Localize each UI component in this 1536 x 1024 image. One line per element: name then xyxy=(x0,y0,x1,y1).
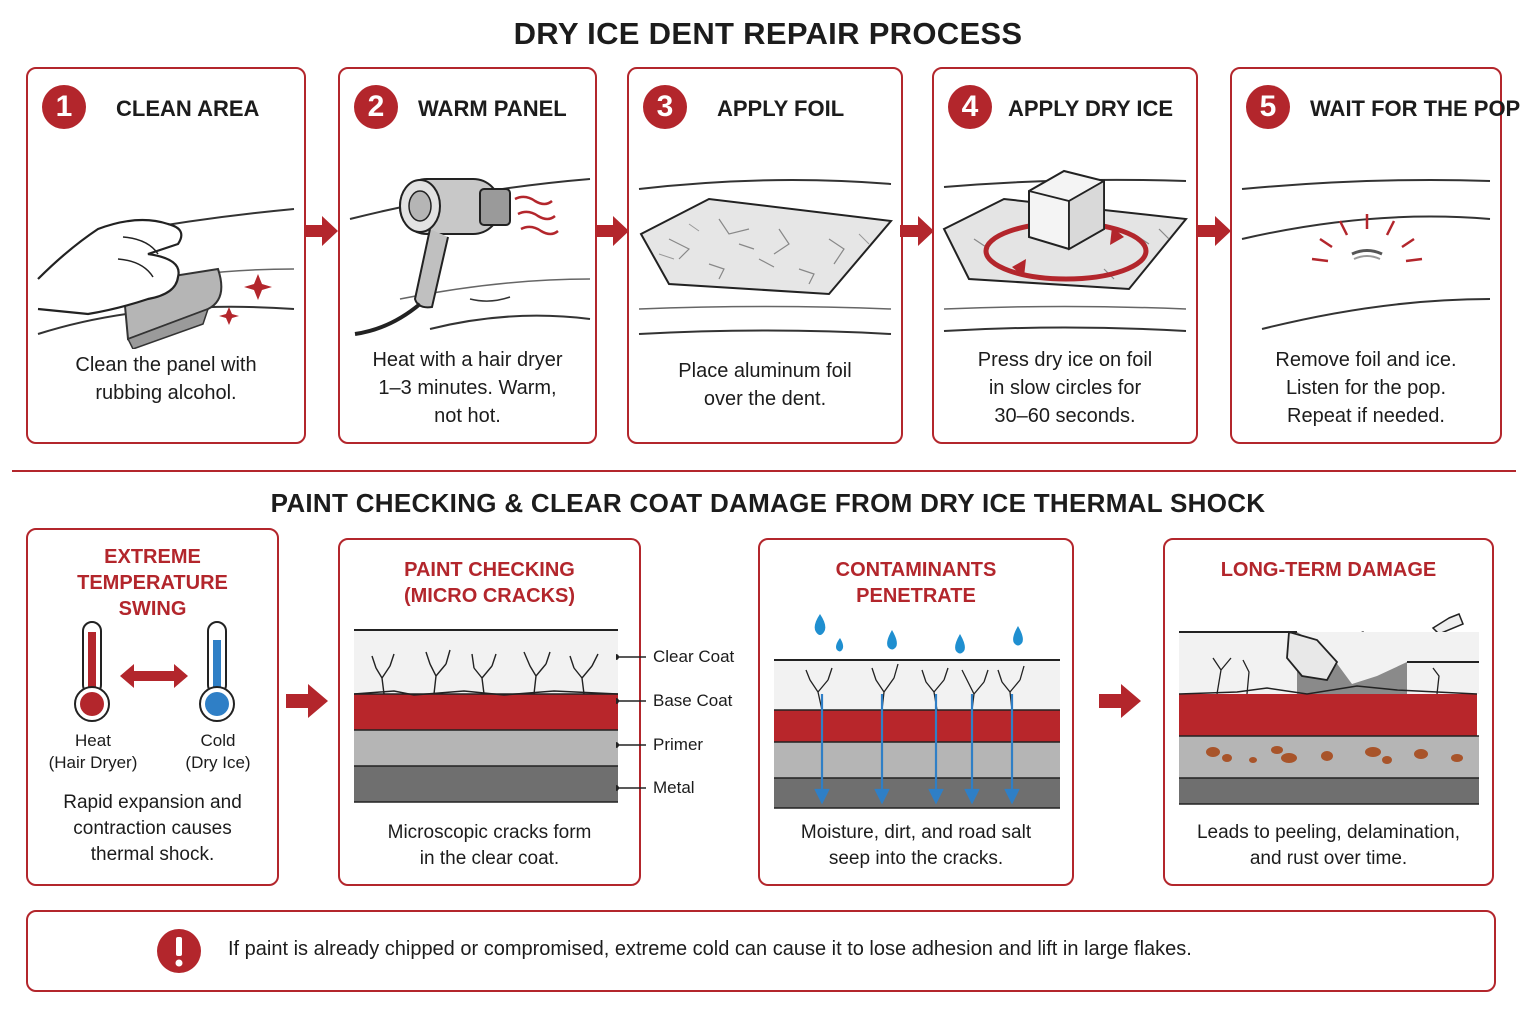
step-title: WARM PANEL xyxy=(418,96,567,121)
step-description: Heat with a hair dryer 1–3 minutes. Warm… xyxy=(340,346,595,430)
step-title: WAIT FOR THE POP xyxy=(1310,96,1521,121)
title-line: EXTREME xyxy=(104,546,201,568)
desc-line: contraction causes xyxy=(73,818,232,839)
arrow-right-icon xyxy=(1099,684,1141,718)
thermometers-illustration xyxy=(74,621,235,722)
card-title: LONG-TERM DAMAGE xyxy=(1165,557,1492,583)
step-description: Press dry ice on foil in slow circles fo… xyxy=(934,346,1196,430)
layer-label-primer: Primer xyxy=(653,735,704,754)
desc-line: rubbing alcohol. xyxy=(95,382,237,404)
dent-pop-illustration xyxy=(1241,179,1491,330)
step-number-badge: 5 xyxy=(1246,85,1290,129)
desc-line: and rust over time. xyxy=(1249,848,1408,869)
desc-line: 1–3 minutes. Warm, xyxy=(378,377,557,399)
step-card-clean-area: 1 CLEAN AREA Clean the panel with rubbin… xyxy=(26,67,306,444)
step-number-badge: 2 xyxy=(354,85,398,129)
step-card-wait-for-pop: 5 WAIT FOR THE POP Remove foil and ice. … xyxy=(1230,67,1520,444)
card-description: Microscopic cracks form in the clear coa… xyxy=(340,820,639,872)
step-number-badge: 3 xyxy=(643,85,687,129)
desc-line: Place aluminum foil xyxy=(678,360,852,382)
step-title: APPLY FOIL xyxy=(717,96,845,121)
aluminum-foil-illustration xyxy=(638,179,893,335)
desc-line: in the clear coat. xyxy=(419,848,560,869)
layer-label-clear-coat: Clear Coat xyxy=(653,647,735,666)
desc-line: 30–60 seconds. xyxy=(994,405,1136,427)
peeling-rust-illustration xyxy=(1178,613,1479,805)
desc-line: Moisture, dirt, and road salt xyxy=(800,822,1032,843)
card-description: Moisture, dirt, and road salt seep into … xyxy=(760,820,1072,872)
label-line: Cold xyxy=(200,731,236,750)
arrow-right-icon xyxy=(286,684,328,718)
title-line: LONG-TERM DAMAGE xyxy=(1220,559,1437,581)
main-title: DRY ICE DENT REPAIR PROCESS xyxy=(513,16,1023,51)
step-title: CLEAN AREA xyxy=(116,96,260,121)
section-divider xyxy=(12,470,1516,472)
exclamation-icon xyxy=(157,929,201,973)
step-number-badge: 4 xyxy=(948,85,992,129)
desc-line: Repeat if needed. xyxy=(1287,405,1445,427)
layer-pointer-lines xyxy=(616,654,646,791)
warning-banner xyxy=(26,910,1496,992)
desc-line: Rapid expansion and xyxy=(63,792,242,813)
heat-label: Heat (Hair Dryer) xyxy=(38,730,148,774)
paint-checking-card: PAINT CHECKING (MICRO CRACKS) Microscopi… xyxy=(338,538,646,886)
warning-text: If paint is already chipped or compromis… xyxy=(228,938,1192,960)
desc-line: Listen for the pop. xyxy=(1285,377,1447,399)
desc-line: Leads to peeling, delamination, xyxy=(1196,822,1461,843)
desc-line: thermal shock. xyxy=(90,844,215,865)
hair-dryer-illustration xyxy=(349,178,591,336)
label-line: Heat xyxy=(75,731,111,750)
dry-ice-circles-illustration xyxy=(942,169,1188,332)
arrow-right-icon xyxy=(900,216,934,246)
card-title: CONTAMINANTS PENETRATE xyxy=(760,557,1072,609)
desc-line: seep into the cracks. xyxy=(828,848,1004,869)
long-term-damage-card: LONG-TERM DAMAGE Leads to peeling, delam… xyxy=(1163,538,1494,886)
label-line: (Hair Dryer) xyxy=(48,753,138,772)
desc-line: Heat with a hair dryer xyxy=(372,349,563,371)
title-line: PAINT CHECKING xyxy=(404,559,575,581)
card-description: Leads to peeling, delamination, and rust… xyxy=(1165,820,1492,872)
desc-line: Clean the panel with xyxy=(75,354,257,376)
layer-label-base-coat: Base Coat xyxy=(653,691,733,710)
title-line: SWING xyxy=(118,598,187,620)
card-title: PAINT CHECKING (MICRO CRACKS) xyxy=(340,557,639,609)
step-card-apply-foil: 3 APPLY FOIL Place aluminum foil over th… xyxy=(627,67,903,444)
paint-layers-cracked-illustration xyxy=(354,629,619,803)
title-line: (MICRO CRACKS) xyxy=(403,585,576,607)
label-line: (Dry Ice) xyxy=(185,753,251,772)
contaminants-card: CONTAMINANTS PENETRATE Moisture, dirt, a xyxy=(758,538,1074,886)
arrow-right-icon xyxy=(595,216,629,246)
title-line: TEMPERATURE xyxy=(77,572,228,594)
title-line: PENETRATE xyxy=(856,585,976,607)
arrow-right-icon xyxy=(1197,216,1231,246)
step-title: APPLY DRY ICE xyxy=(1008,96,1174,121)
hand-wiping-illustration xyxy=(37,208,295,349)
desc-line: Remove foil and ice. xyxy=(1275,349,1457,371)
desc-line: Press dry ice on foil xyxy=(977,349,1153,371)
desc-line: Microscopic cracks form xyxy=(387,822,592,843)
title-line: CONTAMINANTS xyxy=(835,559,997,581)
desc-line: over the dent. xyxy=(703,388,827,410)
temperature-swing-card: EXTREME TEMPERATURE SWING Heat (Hair Dry… xyxy=(26,528,279,886)
arrow-right-icon xyxy=(304,216,338,246)
step-card-warm-panel: 2 WARM PANEL Heat with a hair dryer 1–3 … xyxy=(338,67,597,444)
contaminants-penetrating-illustration xyxy=(774,614,1060,809)
step-description: Place aluminum foil over the dent. xyxy=(629,357,901,413)
step-description: Remove foil and ice. Listen for the pop.… xyxy=(1232,346,1500,430)
desc-line: in slow circles for xyxy=(988,377,1142,399)
card-title: EXTREME TEMPERATURE SWING xyxy=(28,544,277,622)
step-number-badge: 1 xyxy=(42,85,86,129)
cold-label: Cold (Dry Ice) xyxy=(163,730,273,774)
step-card-apply-dry-ice: 4 APPLY DRY ICE Press dry ice on foil in… xyxy=(932,67,1198,444)
step-description: Clean the panel with rubbing alcohol. xyxy=(28,351,304,407)
card-description: Rapid expansion and contraction causes t… xyxy=(28,790,277,868)
desc-line: not hot. xyxy=(434,405,501,427)
section-title: PAINT CHECKING & CLEAR COAT DAMAGE FROM … xyxy=(270,488,1266,518)
layer-label-metal: Metal xyxy=(653,778,695,797)
